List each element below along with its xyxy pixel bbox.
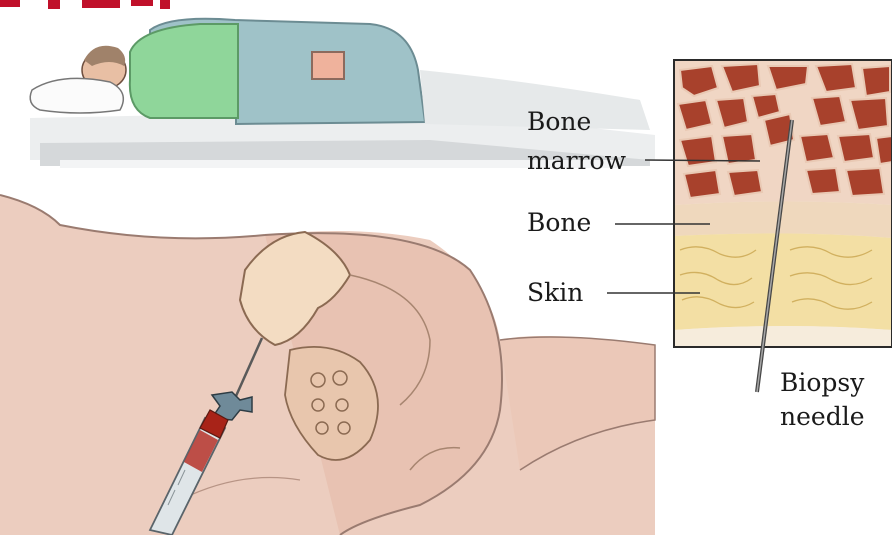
bone-marrow-label-line2: marrow [527, 146, 626, 176]
biopsy-needle-label-line2: needle [780, 402, 865, 432]
drape-window [312, 52, 344, 79]
skin-label: Skin [527, 278, 583, 308]
title-fragment [0, 0, 170, 9]
cross-section-inset [674, 60, 892, 392]
bone-label: Bone [527, 208, 591, 238]
pelvis-closeup [0, 195, 655, 535]
biopsy-needle-label-line1: Biopsy [780, 368, 864, 398]
bone-marrow-label-line1: Bone [527, 107, 591, 137]
bone-marrow-leader [645, 160, 760, 161]
